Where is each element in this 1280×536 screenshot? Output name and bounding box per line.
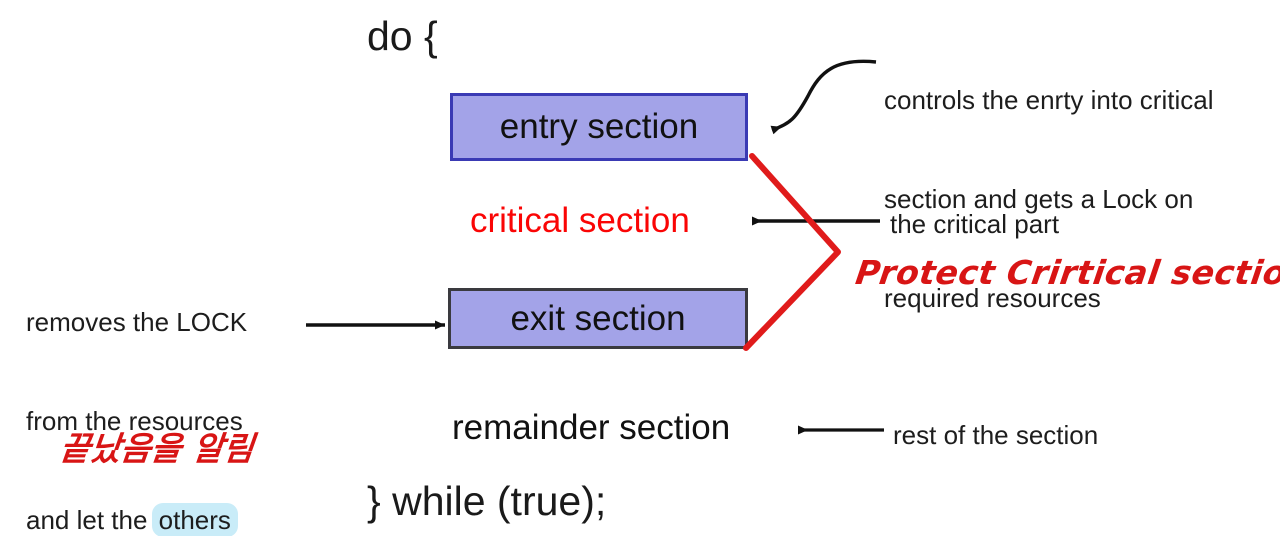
entry-annotation-line-3: required resources (884, 283, 1101, 313)
entry-annotation-arrow (770, 59, 877, 135)
handwritten-note-protect-critical-section: Protect Crirtical section (853, 253, 1280, 292)
exit-section-label: exit section (510, 298, 686, 338)
exit-annotation-line-3-plain: and let the (26, 505, 155, 535)
remainder-section-annotation: rest of the section (893, 420, 1099, 450)
critical-section-label: critical section (470, 201, 690, 240)
exit-annotation-line-2: from the resources (26, 406, 243, 436)
handwritten-note-korean: 끝났음을 알림 (57, 429, 256, 468)
entry-section-label: entry section (499, 107, 699, 146)
exit-section-annotation: removes the LOCK from the resources and … (26, 240, 326, 536)
exit-annotation-highlight-1: others (151, 503, 238, 536)
critical-section-annotation: the critical part (890, 209, 1060, 239)
exit-annotation-line-3: and let the others (26, 503, 326, 536)
code-line-do-open: do { (367, 13, 438, 59)
exit-annotation-line-1: removes the LOCK (26, 307, 248, 337)
remainder-section-label: remainder section (452, 408, 731, 447)
entry-section-annotation: controls the enrty into critical section… (884, 18, 1213, 381)
entry-section-box[interactable]: entry section (450, 93, 748, 161)
entry-annotation-line-1: controls the enrty into critical (884, 85, 1214, 115)
exit-section-box[interactable]: exit section (448, 288, 748, 349)
code-line-while-close: } while (true); (367, 478, 607, 524)
entry-annotation-line-2: section and gets a Lock on (884, 184, 1194, 214)
red-freehand-chevron (743, 153, 841, 351)
